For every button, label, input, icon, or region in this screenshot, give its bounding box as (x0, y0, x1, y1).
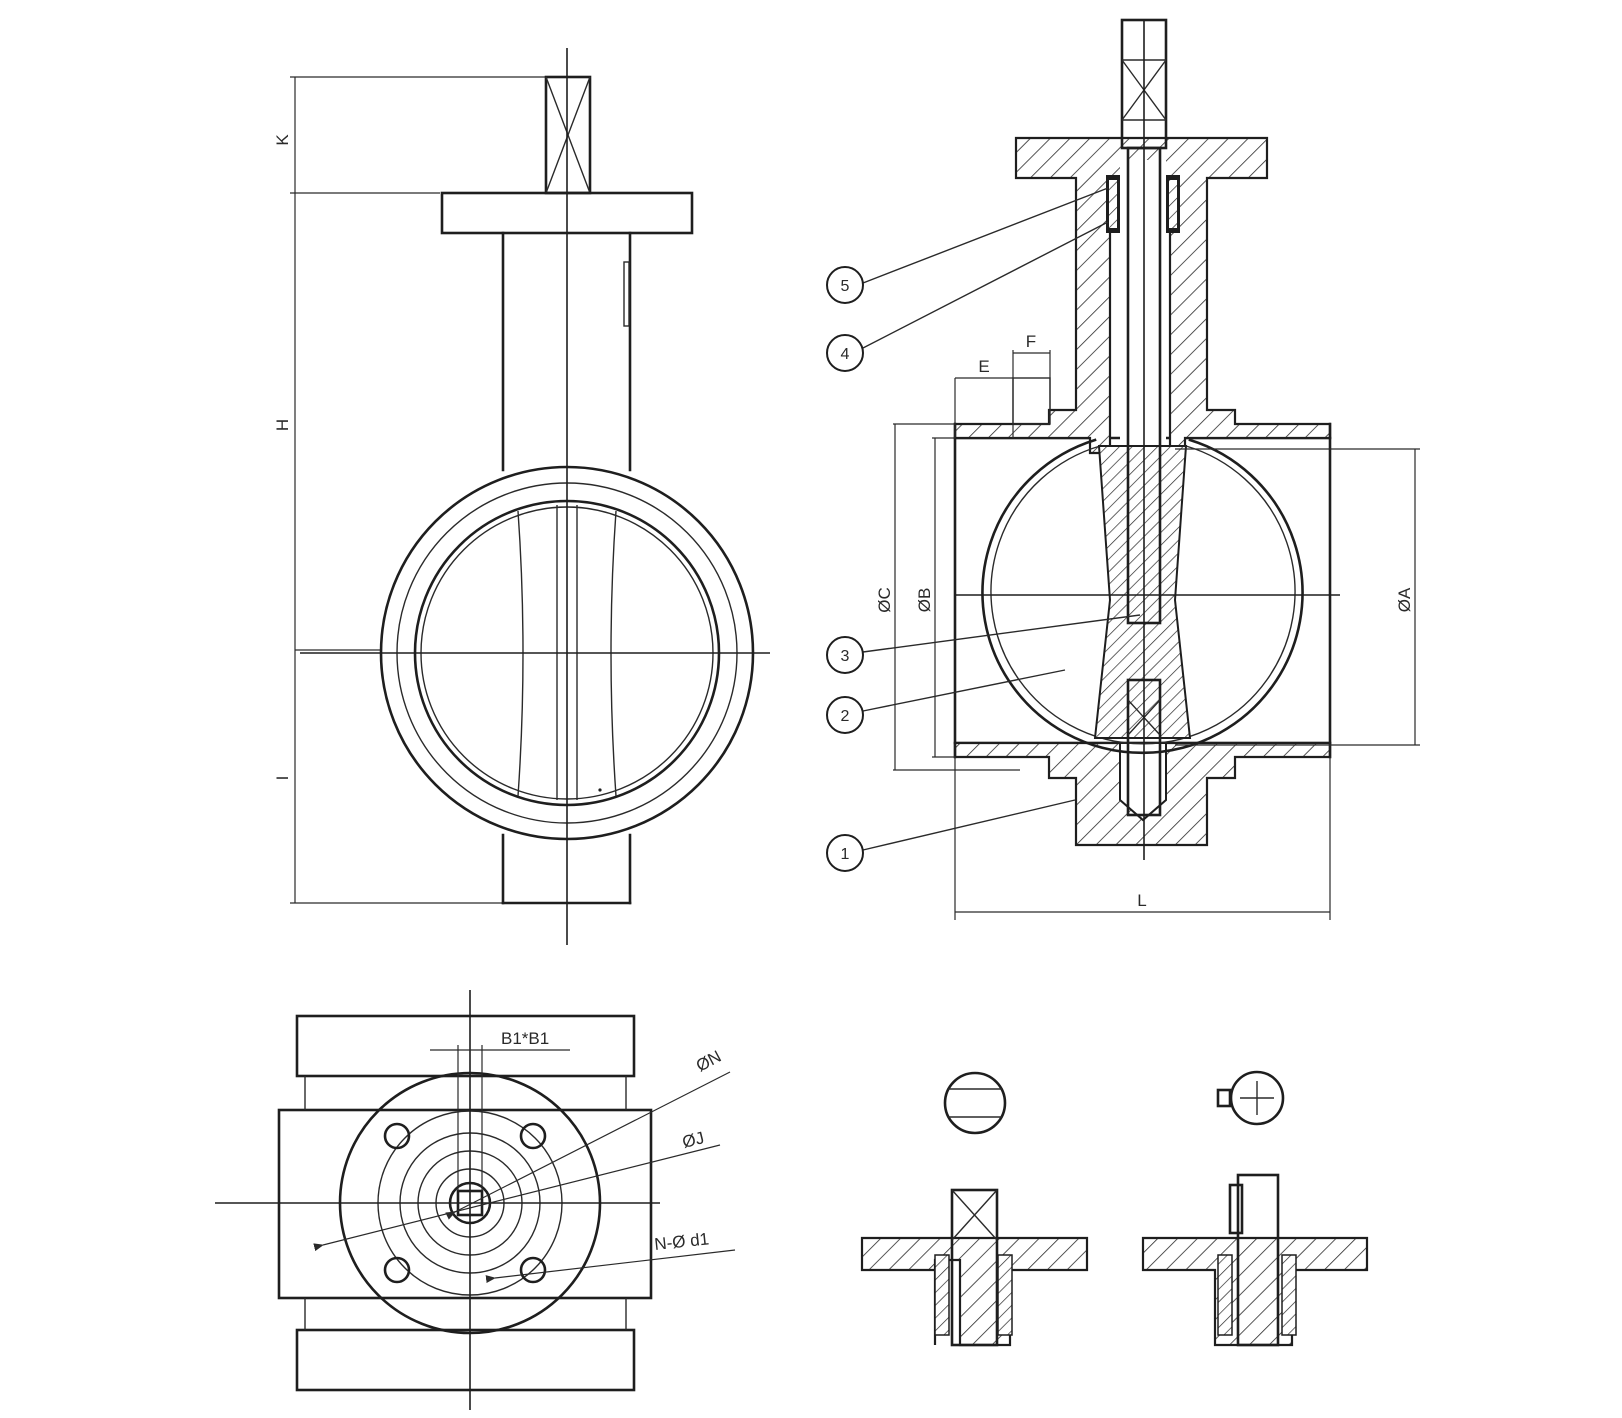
balloon-5: 5 (826, 266, 864, 304)
detail-keyed-stem (1141, 1070, 1369, 1347)
detail-stem (1236, 1173, 1280, 1347)
balloon-1: 1 (826, 834, 864, 872)
detail-end-circle (943, 1071, 1007, 1135)
b1-label: B1*B1 (501, 1029, 549, 1048)
balloon-3-text: 3 (841, 648, 850, 665)
detail-stem (950, 1188, 999, 1347)
j-leader (313, 1144, 721, 1252)
packing-right (1169, 180, 1177, 228)
h-label: H (273, 419, 292, 431)
bottom-end-block (295, 1328, 636, 1392)
balloon-1-text: 1 (841, 846, 850, 863)
nameplate (623, 261, 630, 327)
detail-keyway (1228, 1183, 1244, 1235)
f-label: F (1026, 332, 1036, 351)
detail-bushing (1281, 1254, 1297, 1336)
bolt-hole (383, 1122, 411, 1150)
i-label: I (273, 776, 292, 781)
leader-4 (862, 221, 1109, 349)
balloon-2: 2 (826, 696, 864, 734)
detail-key (1216, 1088, 1232, 1108)
balloon-4-text: 4 (841, 346, 850, 363)
disc-mark (598, 788, 602, 792)
front-view: K H I (273, 48, 770, 945)
detail-square-stem (860, 1071, 1089, 1347)
disc-sphere-inner (990, 445, 1296, 745)
leader-3 (862, 614, 1141, 653)
n-label: ØN (693, 1047, 724, 1076)
b-label: ØB (915, 588, 934, 613)
c-label: ØC (875, 587, 894, 613)
a-label: ØA (1395, 587, 1414, 612)
bolt-hole (383, 1256, 411, 1284)
flange-lug (1012, 377, 1051, 425)
bolt-hole (519, 1122, 547, 1150)
balloon-5-text: 5 (841, 278, 850, 295)
bolt-hole (519, 1256, 547, 1284)
top-end-block (295, 1014, 636, 1078)
nd1-leader (485, 1249, 736, 1284)
detail-bushing (1217, 1254, 1233, 1336)
disc-hub-section (1093, 445, 1192, 739)
top-view: B1*B1 ØN ØJ N-Ø d1 (215, 990, 736, 1410)
leader-5 (862, 187, 1109, 284)
k-label: K (273, 134, 292, 146)
balloon-4: 4 (826, 334, 864, 372)
body-block (277, 1108, 653, 1300)
detail-bushing (934, 1254, 950, 1336)
leader-2 (862, 669, 1066, 712)
detail-flange-section (860, 1236, 1089, 1347)
l-label: L (1137, 891, 1146, 910)
nd1-label: N-Ø d1 (653, 1229, 709, 1254)
e-label: E (978, 357, 989, 376)
disc-sphere-outline (981, 438, 1304, 755)
section-view: E F ØC ØB ØA L 5 (826, 18, 1420, 920)
detail-bushing (997, 1254, 1013, 1336)
balloon-2-text: 2 (841, 708, 850, 725)
packing-left (1109, 180, 1117, 228)
stem-square-diagonal (545, 76, 591, 194)
balloon-3: 3 (826, 636, 864, 674)
leader-1 (862, 799, 1076, 851)
detail-flange-section (1141, 1236, 1369, 1347)
j-label: ØJ (680, 1128, 706, 1152)
n-leader (445, 1071, 731, 1220)
detail-stem-diagonal (951, 1189, 998, 1241)
